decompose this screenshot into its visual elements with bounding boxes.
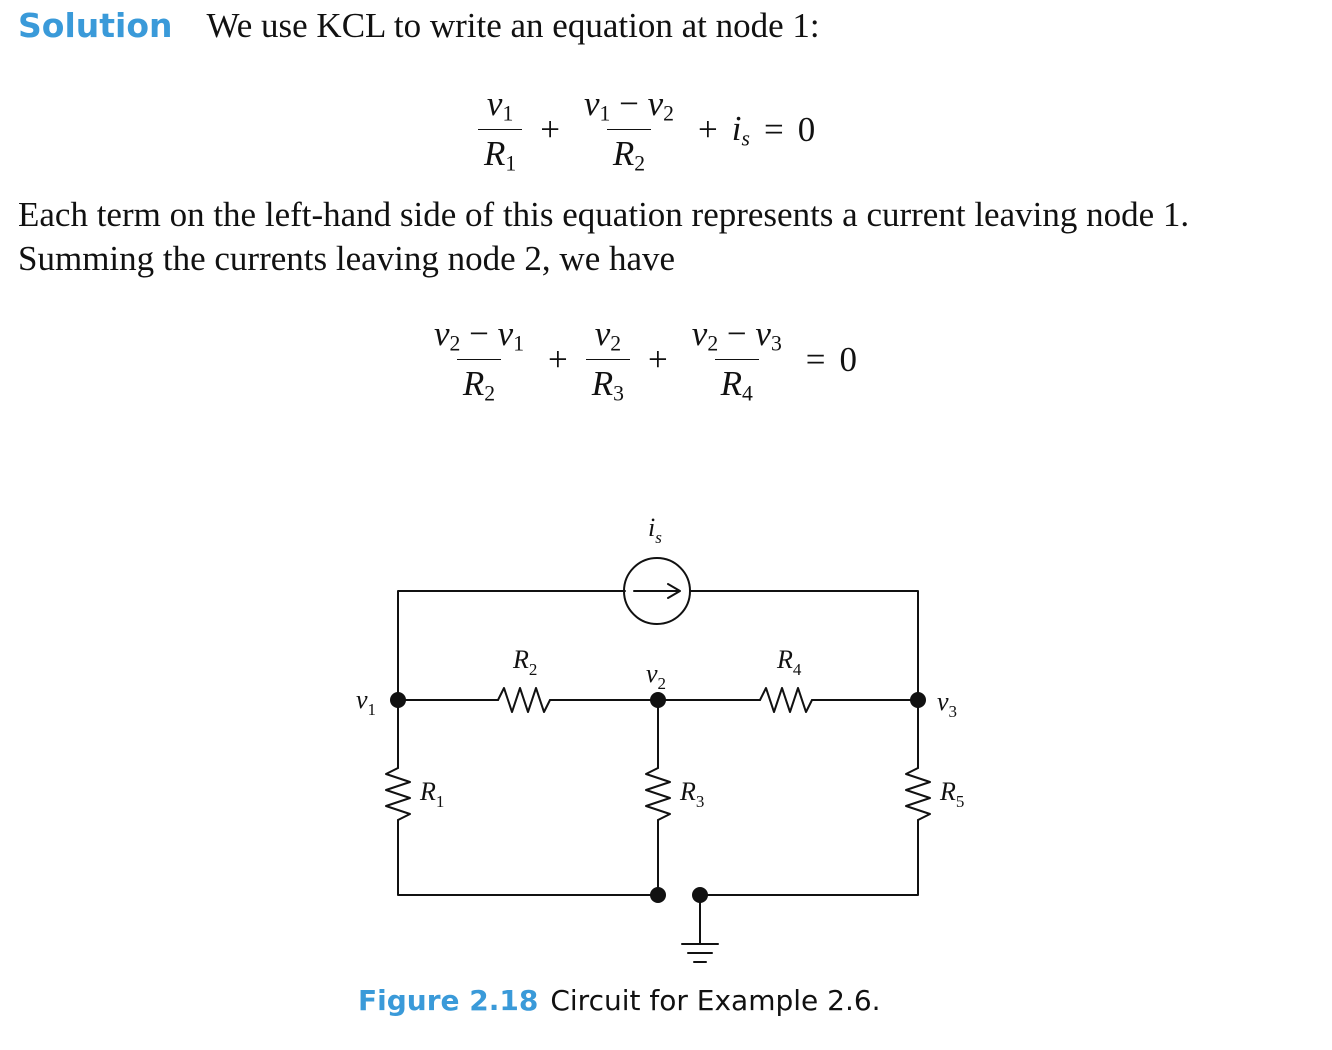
resistor-r5 (905, 767, 931, 821)
eq2-equals: = (805, 340, 826, 380)
eq1-plus-2: + (698, 110, 718, 150)
resistor-r3 (645, 767, 671, 821)
solution-heading: Solution We use KCL to write an equation… (18, 6, 820, 50)
solution-label: Solution (18, 6, 173, 45)
paragraph-line-2: Summing the currents leaving node 2, we … (18, 239, 676, 278)
label-r4: R4 (776, 645, 802, 679)
label-r2: R2 (512, 645, 537, 679)
eq1-fraction-2: v1 − v2 R2 (583, 84, 675, 176)
node-v1-dot (390, 692, 406, 708)
solution-intro: We use KCL to write an equation at node … (206, 6, 820, 45)
wire-r1-bottom (397, 819, 659, 896)
eq1-rhs: 0 (797, 110, 816, 150)
label-r5: R5 (939, 777, 964, 811)
current-source (623, 557, 691, 625)
label-source: is (648, 513, 662, 547)
figure-caption: Figure 2.18 Circuit for Example 2.6. (358, 984, 881, 1017)
label-v2: v2 (646, 659, 666, 693)
eq1-fraction-1: v1 R1 (478, 84, 523, 177)
label-v1: v1 (356, 685, 376, 719)
node-v3-dot (910, 692, 926, 708)
eq1-plus-1: + (540, 110, 560, 150)
label-r1: R1 (419, 777, 444, 811)
eq2-fraction-2: v2 R3 (585, 314, 631, 407)
node-ground-right-dot (692, 887, 708, 903)
resistor-r2 (497, 687, 551, 713)
node-v2-dot (650, 692, 666, 708)
explanation-paragraph: Each term on the left-hand side of this … (18, 193, 1189, 281)
eq2-fraction-1: v2 − v1 R2 (434, 314, 525, 406)
paragraph-line-1: Each term on the left-hand side of this … (18, 195, 1190, 234)
resistor-r4 (759, 687, 813, 713)
current-source-arrow (633, 583, 681, 599)
wire-r5-bottom (699, 819, 919, 896)
eq1-source-current: is (731, 109, 750, 151)
label-v3: v3 (937, 687, 957, 721)
wire-top-left (397, 590, 626, 701)
figure-caption-text: Circuit for Example 2.6. (550, 984, 881, 1017)
node-ground-left-dot (650, 887, 666, 903)
equation-node2: v2 − v1 R2 + v2 R3 + v2 − v3 R4 = 0 (424, 314, 857, 407)
eq1-equals: = (763, 110, 784, 150)
eq2-plus-1: + (548, 340, 568, 380)
equation-node1: v1 R1 + v1 − v2 R2 + is = 0 (474, 84, 815, 177)
eq2-fraction-3: v2 − v3 R4 (691, 314, 782, 406)
wire-top-right (689, 590, 919, 701)
figure-number: Figure 2.18 (358, 984, 539, 1017)
eq2-plus-2: + (648, 340, 668, 380)
resistor-r1 (385, 767, 411, 821)
eq2-rhs: 0 (839, 340, 858, 380)
label-r3: R3 (679, 777, 704, 811)
